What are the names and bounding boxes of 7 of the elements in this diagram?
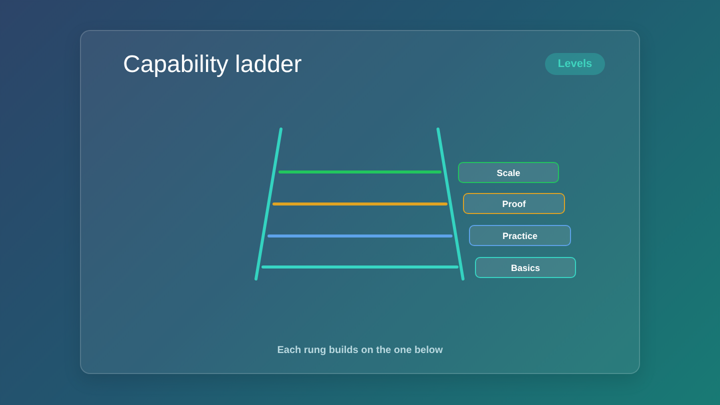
rung-label: Basics [475, 257, 576, 278]
caption: Each rung builds on the one below [276, 344, 444, 358]
rung-label: Scale [458, 162, 559, 183]
rung-label: Proof [463, 193, 565, 214]
title: Capability ladder [123, 51, 302, 79]
levels-badge: Levels [545, 53, 605, 75]
rung-label: Practice [469, 225, 571, 246]
